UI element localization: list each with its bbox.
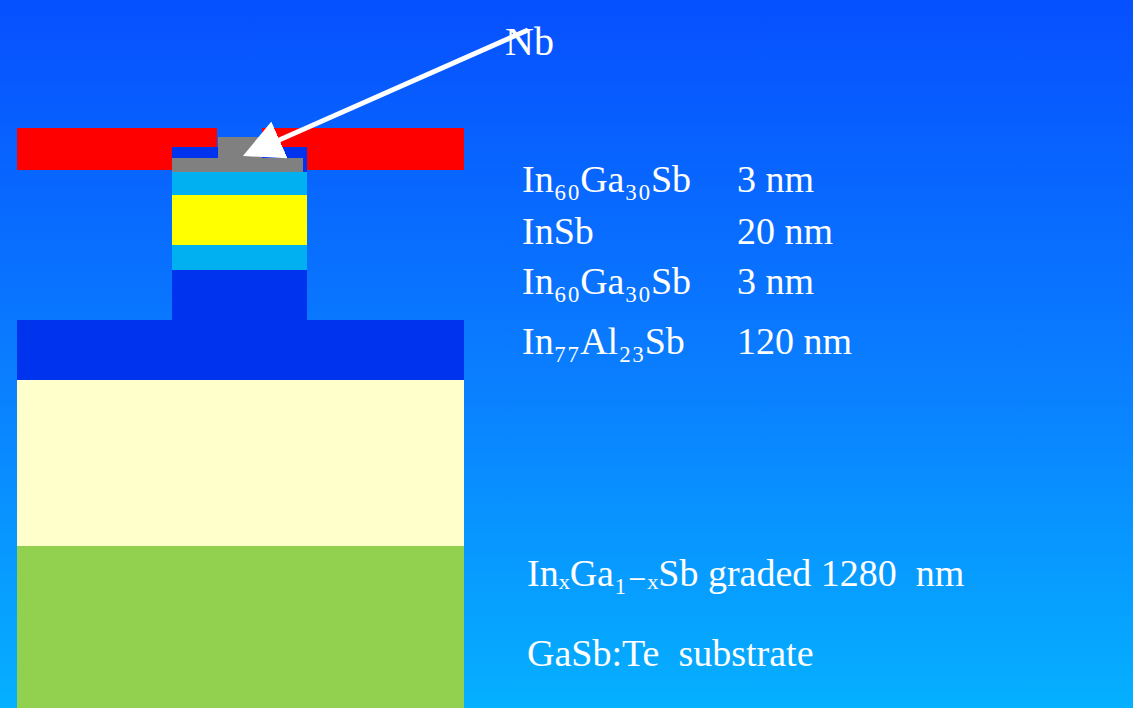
insb-layer: [172, 195, 307, 245]
material-name: Nb: [505, 22, 554, 62]
layer-name: In₇₇Al₂₃Sb: [522, 322, 685, 360]
layer-name: InSb: [522, 212, 594, 250]
layer-note: GaSb:Te substrate: [527, 634, 814, 672]
thickness: 120 nm: [737, 322, 852, 360]
substrate-layer: [17, 546, 464, 708]
leader-arrow: [252, 30, 528, 152]
thickness: 3 nm: [737, 262, 814, 300]
ingasb-layer: [172, 172, 307, 195]
layer-note: InₓGa₁₋ₓSb graded 1280 nm: [527, 554, 964, 592]
cap-layer: [172, 158, 303, 172]
nb-electrode: [218, 137, 262, 158]
barrier-layer: [17, 320, 464, 380]
graded-buffer-layer: [17, 380, 464, 546]
mesa: [172, 147, 307, 320]
ingasb-layer: [172, 245, 307, 270]
layer-name: In₆₀Ga₃₀Sb: [522, 160, 691, 198]
layer-name: In₆₀Ga₃₀Sb: [522, 262, 691, 300]
thickness: 20 nm: [737, 212, 833, 250]
thickness: 3 nm: [737, 160, 814, 198]
